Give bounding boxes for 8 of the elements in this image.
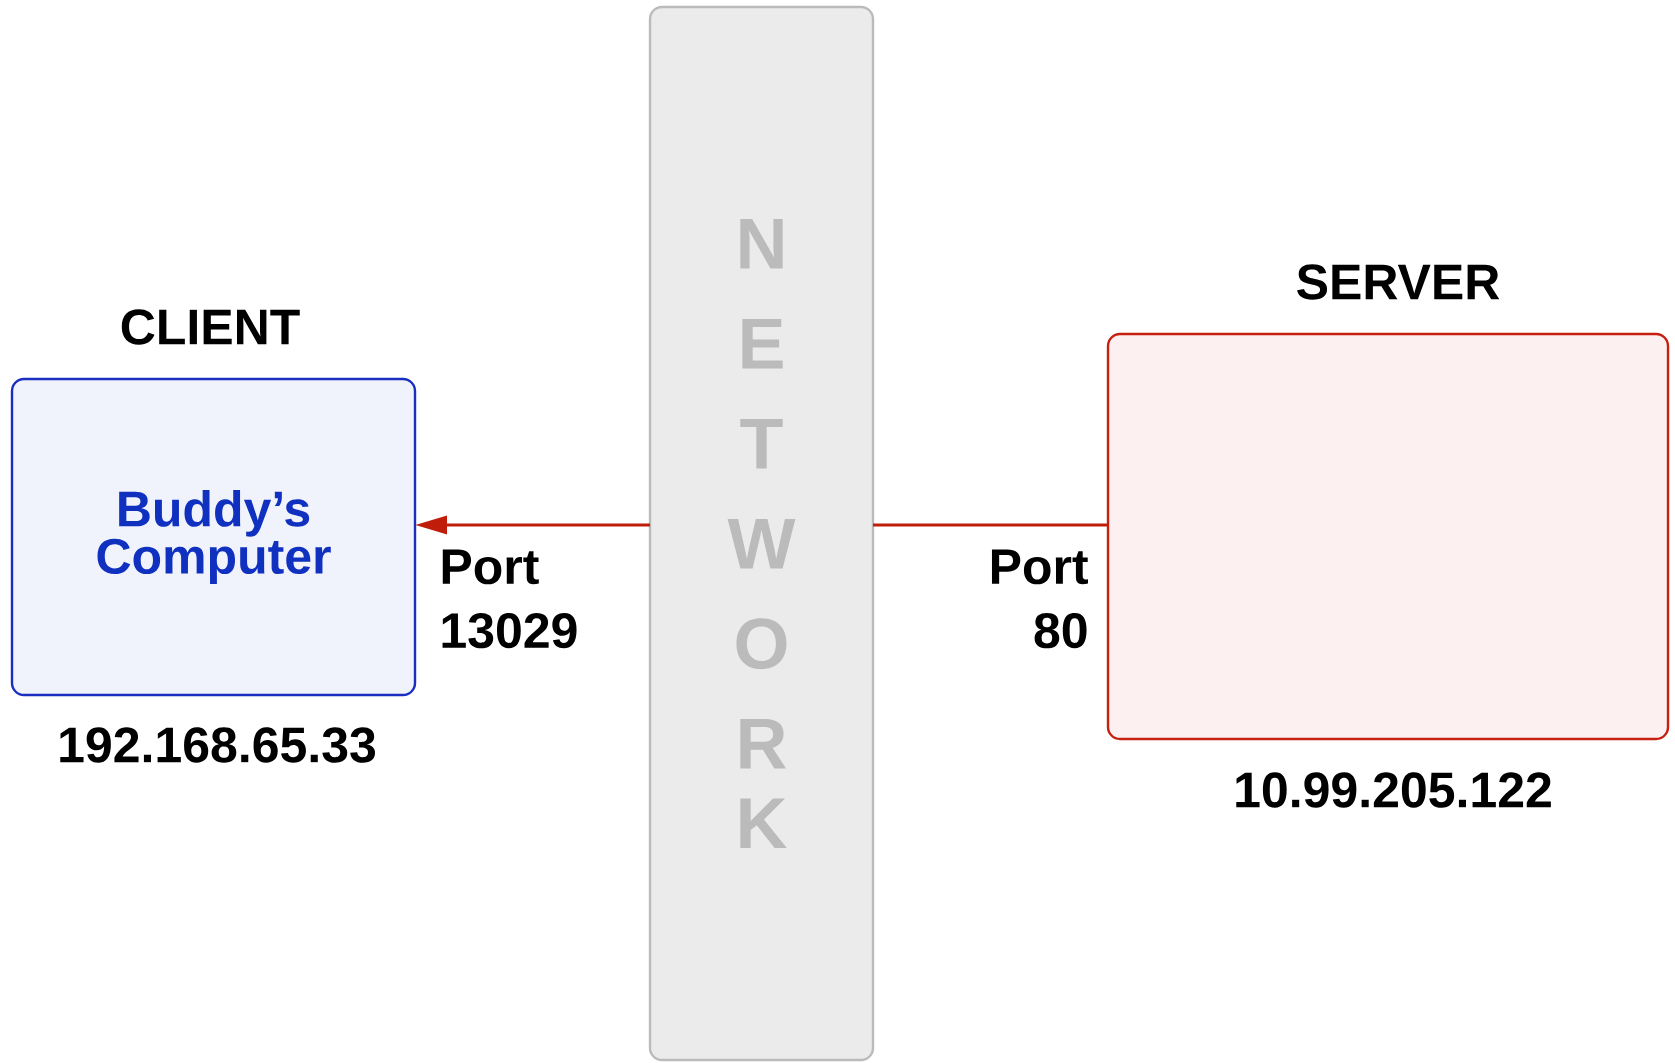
ip-address: 10.99.205.122 — [1236, 772, 1551, 808]
edge-label: Port 13029 — [442, 549, 577, 649]
client-box: Buddy’s Computer — [10, 377, 417, 697]
server-box — [1106, 332, 1670, 741]
ip-address: 192.168.65.33 — [60, 727, 376, 763]
edge-label: Port 80 — [991, 549, 1088, 649]
box-heading: SERVER — [1297, 264, 1500, 300]
box-heading: CLIENT — [121, 309, 300, 345]
